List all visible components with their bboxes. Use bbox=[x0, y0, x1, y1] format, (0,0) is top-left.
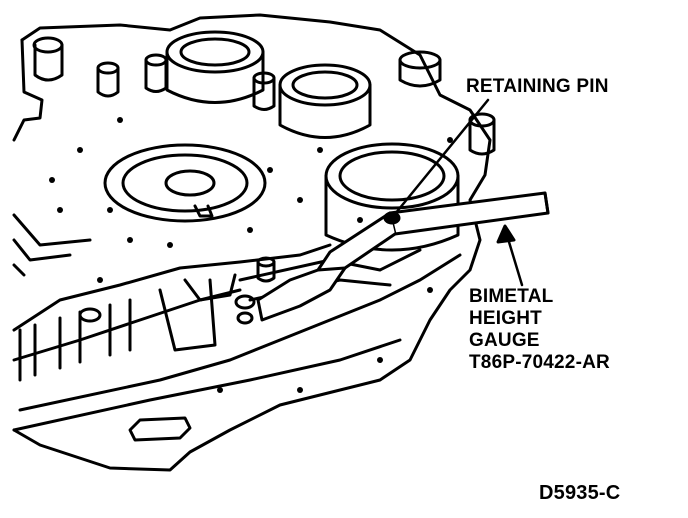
stud-4 bbox=[252, 76, 276, 111]
gauge-label-line-3: GAUGE bbox=[469, 330, 540, 351]
bolt-lower-2 bbox=[234, 294, 256, 310]
gauge-label-line-4: T86P-70422-AR bbox=[469, 352, 610, 373]
figure-code: D5935-C bbox=[539, 482, 621, 504]
bimetal-gauge-tool bbox=[256, 191, 550, 322]
retaining-pin-leader bbox=[393, 98, 490, 216]
bolt-lower-1 bbox=[78, 307, 102, 323]
bolt-holes bbox=[49, 117, 453, 393]
bottom-slot bbox=[128, 416, 192, 442]
channel-row bbox=[18, 298, 132, 382]
pin-cylinder bbox=[324, 142, 460, 210]
stud-3 bbox=[144, 58, 168, 93]
plate-edge bbox=[12, 38, 44, 142]
gauge-label-line-2: HEIGHT bbox=[469, 308, 542, 329]
servo-seat bbox=[103, 143, 267, 223]
stud-2 bbox=[96, 66, 120, 98]
housing-outline bbox=[12, 13, 492, 472]
retaining-pin-label: RETAINING PIN bbox=[466, 76, 609, 97]
gauge-label-line-1: BIMETAL bbox=[469, 286, 554, 307]
stud-1 bbox=[33, 43, 64, 82]
gauge-label: BIMETAL HEIGHT GAUGE T86P-70422-AR bbox=[469, 286, 610, 374]
